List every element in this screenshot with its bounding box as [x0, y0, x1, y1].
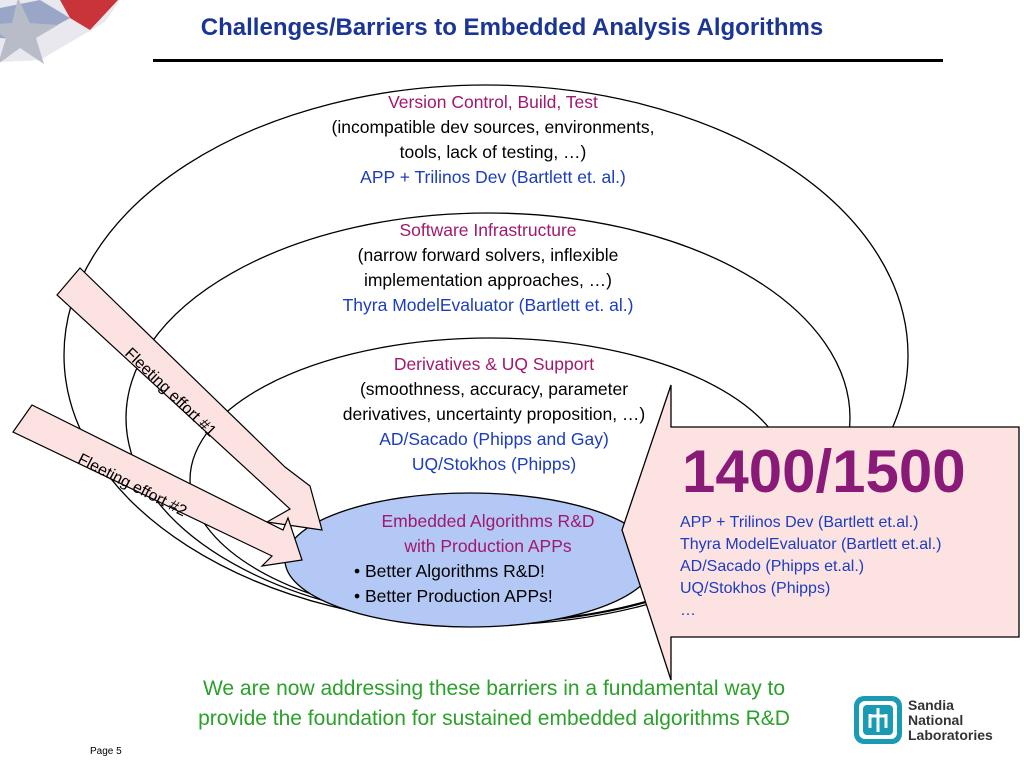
page-title: Challenges/Barriers to Embedded Analysis… [200, 14, 824, 41]
callout-item: … [680, 602, 696, 619]
core-bullet: • Better Production APPs! [354, 586, 553, 606]
ring-description-line: tools, lack of testing, …) [399, 142, 587, 162]
callout-content: 1400/1500 APP + Trilinos Dev (Bartlett e… [680, 438, 1010, 622]
core-bullet: • Better Algorithms R&D! [354, 561, 545, 581]
ring-derivatives-uq-text: Derivatives & UQ Support (smoothness, ac… [294, 352, 694, 477]
ring-description-line: implementation approaches, …) [363, 270, 613, 290]
core-heading-line: with Production APPs [404, 536, 572, 556]
callout-item: UQ/Stokhos (Phipps) [680, 580, 831, 597]
footer-statement: We are now addressing these barriers in … [100, 674, 888, 734]
core-text: Embedded Algorithms R&D with Production … [328, 509, 648, 609]
sandia-thunderbird-icon [854, 696, 902, 744]
corner-flag-graphic [0, 0, 120, 64]
page-number: Page 5 [90, 746, 122, 757]
logo-line: Sandia [908, 697, 954, 713]
title-underline [153, 59, 943, 62]
callout-item: Thyra ModelEvaluator (Bartlett et.al.) [680, 536, 942, 553]
core-heading-line: Embedded Algorithms R&D [381, 511, 595, 531]
ring-reference: UQ/Stokhos (Phipps) [411, 454, 577, 474]
sandia-logo: Sandia National Laboratories [852, 694, 1002, 754]
ring-reference: Thyra ModelEvaluator (Bartlett et. al.) [342, 295, 634, 315]
fleeting-effort-1-arrow [56, 267, 323, 531]
ring-version-control-text: Version Control, Build, Test (incompatib… [293, 90, 693, 190]
callout-item: AD/Sacado (Phipps et.al.) [680, 558, 865, 575]
ring-reference: AD/Sacado (Phipps and Gay) [379, 429, 609, 449]
logo-line: National [908, 712, 964, 728]
ring-description-line: (smoothness, accuracy, parameter [359, 379, 629, 399]
ring-reference: APP + Trilinos Dev (Bartlett et. al.) [360, 167, 626, 187]
ring-description-line: derivatives, uncertainty proposition, …) [342, 404, 646, 424]
ring-software-infrastructure-text: Software Infrastructure (narrow forward … [288, 218, 688, 318]
callout-item: APP + Trilinos Dev (Bartlett et.al.) [680, 514, 919, 531]
ring-heading: Software Infrastructure [399, 220, 577, 240]
footer-line: We are now addressing these barriers in … [202, 677, 786, 700]
ring-description-line: (narrow forward solvers, inflexible [357, 245, 619, 265]
logo-line: Laboratories [908, 727, 993, 743]
ring-heading: Derivatives & UQ Support [393, 354, 595, 374]
callout-box [621, 384, 1020, 681]
callout-number: 1400/1500 [682, 438, 966, 505]
ring-description-line: (incompatible dev sources, environments, [331, 117, 655, 137]
fleeting-effort-2-arrow [12, 404, 303, 567]
ring-heading: Version Control, Build, Test [388, 92, 598, 112]
footer-line: provide the foundation for sustained emb… [198, 707, 790, 730]
logo-wordmark: Sandia National Laboratories [908, 698, 993, 743]
